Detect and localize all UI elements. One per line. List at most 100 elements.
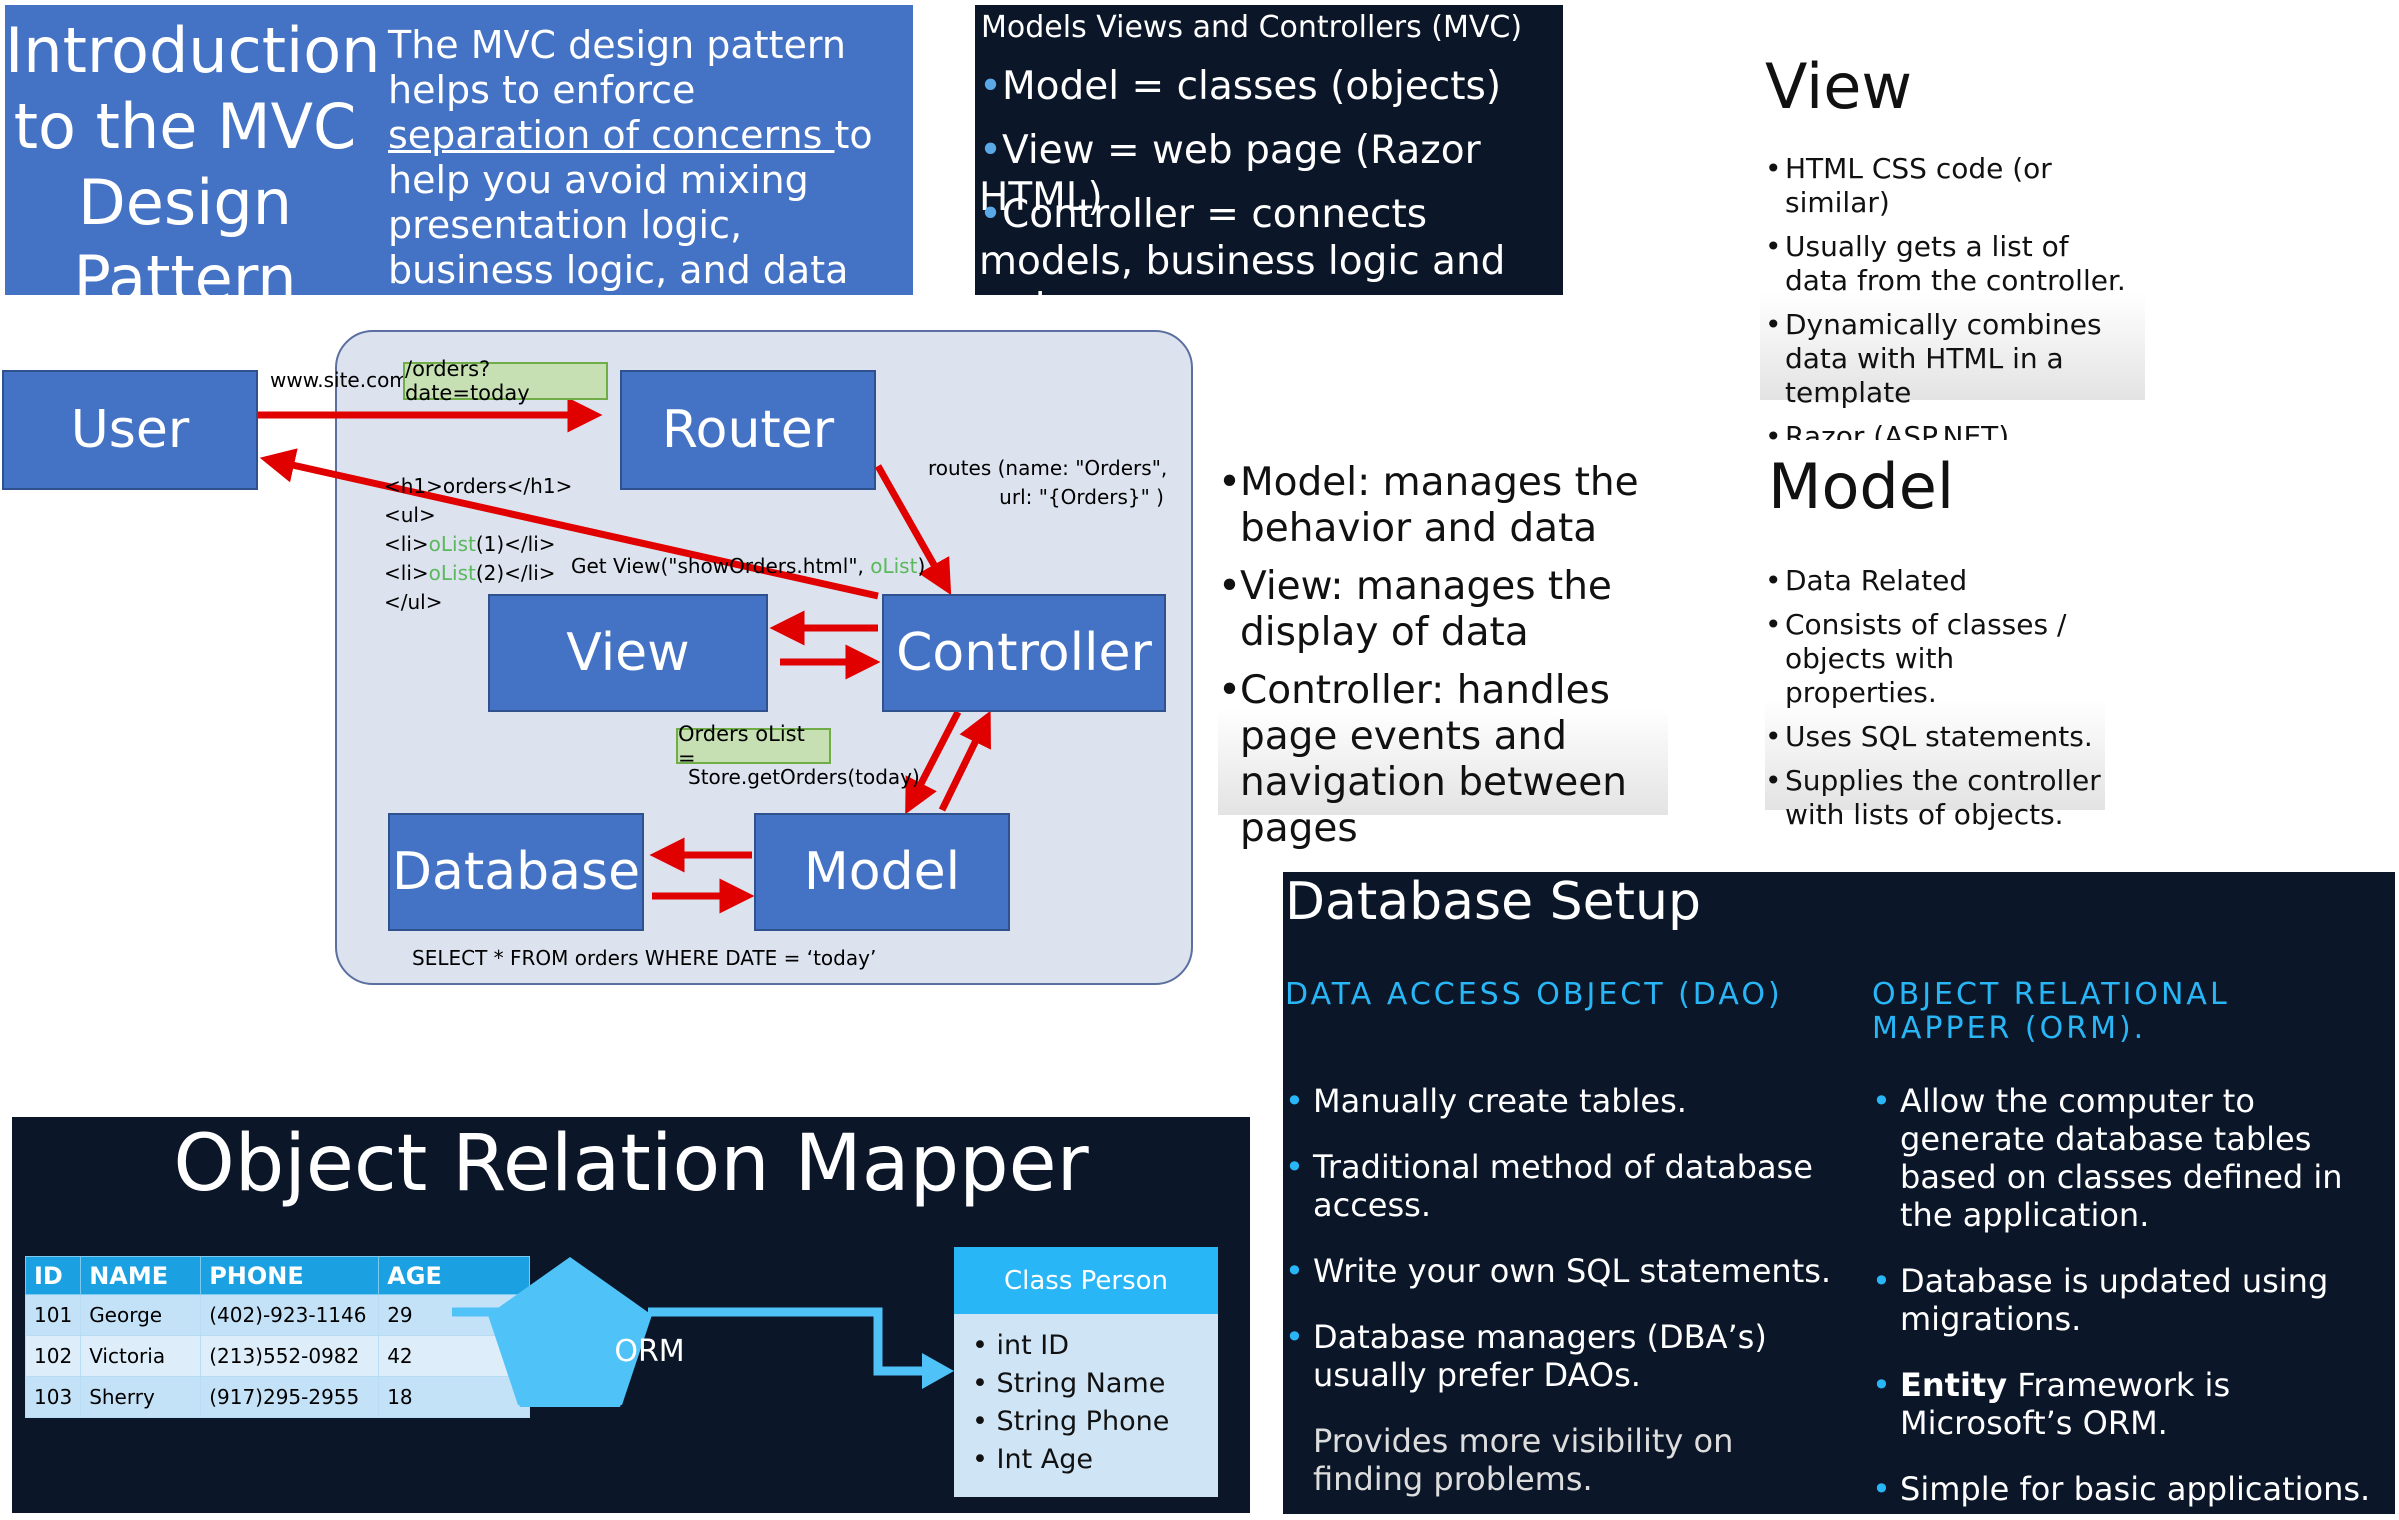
orders-olist-label: Orders oList = xyxy=(676,722,831,770)
orm-title: Object Relation Mapper xyxy=(173,1119,1089,1209)
table-cell: 103 xyxy=(24,1376,82,1418)
model-note: Model Data Related Consists of classes /… xyxy=(1765,440,2105,831)
view-note-item: Usually gets a list of data from the con… xyxy=(1765,230,2140,298)
html-li-open: <li> xyxy=(384,561,429,585)
table-header-row: ID NAME PHONE AGE xyxy=(24,1256,530,1295)
table-cell: 102 xyxy=(24,1335,82,1377)
dao-item-text: Database managers (DBA’s) usually prefer… xyxy=(1313,1318,1767,1394)
intro-panel: Introduction to the MVC Design Pattern T… xyxy=(5,5,913,337)
orm-item: •Simple for basic applications. xyxy=(1872,1470,2371,1508)
orm-item-text: Allow the computer to generate database … xyxy=(1900,1082,2343,1234)
dao-item: •Write your own SQL statements. xyxy=(1285,1252,1832,1290)
entity-bold-text: Entity xyxy=(1900,1366,2008,1404)
class-person-title: Class Person xyxy=(954,1247,1218,1314)
dao-item-text: Manually create tables. xyxy=(1313,1082,1687,1120)
mvc-item-view: •View = web page (Razor HTML) xyxy=(979,128,1481,220)
table-header: NAME xyxy=(80,1256,202,1295)
table-header: PHONE xyxy=(200,1256,380,1295)
model-box: Model xyxy=(754,813,1010,931)
html-li-2-rest: (2)</li> xyxy=(475,561,556,585)
routes-line-1: routes (name: "Orders", xyxy=(928,456,1168,480)
orm-panel: Object Relation Mapper ID NAME PHONE AGE… xyxy=(12,1117,1250,1513)
intro-title: Introduction to the MVC Design Pattern xyxy=(5,14,381,315)
view-note-item: HTML CSS code (or similar) xyxy=(1765,152,2140,220)
html-olist-2: oList xyxy=(428,561,476,585)
html-li-1: <li>oList(1)</li> xyxy=(384,530,556,559)
store-get-orders-label: Store.getOrders(today) xyxy=(688,765,920,789)
table-cell: Victoria xyxy=(80,1335,202,1377)
dao-item: •Database managers (DBA’s) usually prefe… xyxy=(1285,1318,1767,1394)
mvc-item-view-text: View = web page (Razor HTML) xyxy=(979,128,1481,220)
arrow-controller-to-model xyxy=(905,710,962,815)
user-box: User xyxy=(2,370,258,490)
get-view-olist: oList xyxy=(870,554,918,578)
class-field: String Name xyxy=(972,1365,1169,1403)
orm-pentagon-shape xyxy=(488,1257,652,1405)
table-cell: Sherry xyxy=(80,1376,202,1418)
table-cell: (917)295-2955 xyxy=(200,1376,380,1418)
model-note-item: Supplies the controller with lists of ob… xyxy=(1765,764,2105,832)
html-olist-1: oList xyxy=(428,532,476,556)
table-header: ID xyxy=(24,1256,82,1295)
html-ul: <ul> xyxy=(384,503,436,527)
orm-item-text: Database is updated using migrations. xyxy=(1900,1262,2329,1338)
table-cell: (213)552-0982 xyxy=(200,1335,380,1377)
orm-item: •Database is updated using migrations. xyxy=(1872,1262,2329,1338)
right-connector xyxy=(648,1307,938,1376)
table-cell: (402)-923-1146 xyxy=(200,1294,380,1336)
orm-arrow-lines xyxy=(452,1257,954,1405)
table-row: 103 Sherry (917)295-2955 18 xyxy=(24,1376,530,1418)
model-note-list: Data Related Consists of classes / objec… xyxy=(1765,564,2105,842)
routes-line-2: url: "{Orders}" ) xyxy=(999,485,1164,509)
table-row: 102 Victoria (213)552-0982 42 xyxy=(24,1335,530,1377)
html-ul-close: </ul> xyxy=(384,590,443,614)
dao-item-text: Write your own SQL statements. xyxy=(1313,1252,1832,1290)
mvc-item-model-text: Model = classes (objects) xyxy=(1002,64,1502,109)
orm-list: •Allow the computer to generate database… xyxy=(1872,1082,2387,1514)
separation-of-concerns-link: separation of concerns xyxy=(388,113,835,157)
dao-extra-item: Provides more visibility on finding prob… xyxy=(1313,1422,1734,1498)
mvc-item-controller: •Controller = connects models, business … xyxy=(979,191,1559,295)
controller-box: Controller xyxy=(882,594,1166,712)
orm-item: •Entity Framework is Microsoft’s ORM. xyxy=(1872,1366,2231,1442)
view-note: View HTML CSS code (or similar) Usually … xyxy=(1760,40,2145,454)
summary-item: Model: manages the behavior and data xyxy=(1218,460,1668,552)
url-prefix-label: www.site.com xyxy=(270,368,409,392)
database-setup-panel: Database Setup DATA ACCESS OBJECT (DAO) … xyxy=(1283,872,2395,1514)
class-field: int ID xyxy=(972,1327,1169,1365)
intro-body-start: The MVC design pattern helps to enforce xyxy=(388,23,846,112)
orm-item: •Allow the computer to generate database… xyxy=(1872,1082,2343,1234)
arrow-model-to-controller xyxy=(938,710,991,812)
view-note-item: Dynamically combines data with HTML in a… xyxy=(1765,308,2140,410)
view-box: View xyxy=(488,594,768,712)
model-note-heading: Model xyxy=(1768,450,1955,523)
get-view-close: ) xyxy=(917,554,926,578)
right-arrowhead xyxy=(922,1353,954,1389)
model-note-item: Consists of classes / objects with prope… xyxy=(1765,608,2105,710)
dao-list: •Manually create tables. •Traditional me… xyxy=(1285,1082,1845,1514)
html-li-2: <li>oList(2)</li> xyxy=(384,559,556,588)
model-note-item: Data Related xyxy=(1765,564,2105,598)
orm-item-text: Framework is Microsoft’s ORM. xyxy=(1900,1366,2231,1442)
sql-query-label: SELECT * FROM orders WHERE DATE = ‘today… xyxy=(412,946,877,970)
view-note-list: HTML CSS code (or similar) Usually gets … xyxy=(1765,152,2140,464)
mvc-item-controller-text: Controller = connects models, business l… xyxy=(979,192,1506,295)
dao-item: •Traditional method of database access. xyxy=(1285,1148,1813,1224)
intro-body-end: to help you avoid mixing presentation lo… xyxy=(388,113,873,337)
orm-heading: OBJECT RELATIONAL MAPPER (ORM). xyxy=(1872,977,2230,1046)
class-field: Int Age xyxy=(972,1441,1169,1479)
dao-item: •Manually create tables. xyxy=(1285,1082,1687,1120)
class-person-fields: int ID String Name String Phone Int Age xyxy=(972,1327,1170,1479)
table-cell: 101 xyxy=(24,1294,82,1336)
person-table: ID NAME PHONE AGE 101 George (402)-923-1… xyxy=(24,1256,530,1418)
dao-heading: DATA ACCESS OBJECT (DAO) xyxy=(1285,977,1783,1012)
orm-item-text: Simple for basic applications. xyxy=(1900,1470,2371,1508)
model-note-item: Uses SQL statements. xyxy=(1765,720,2105,754)
database-setup-title: Database Setup xyxy=(1285,872,1701,932)
summary-item: Controller: handles page events and navi… xyxy=(1218,668,1668,852)
class-field: String Phone xyxy=(972,1403,1170,1441)
mvc-item-model: •Model = classes (objects) xyxy=(979,64,1502,109)
arrow-controller-to-user xyxy=(259,448,879,600)
mvc-panel-heading: Models Views and Controllers (MVC) xyxy=(981,10,1523,45)
